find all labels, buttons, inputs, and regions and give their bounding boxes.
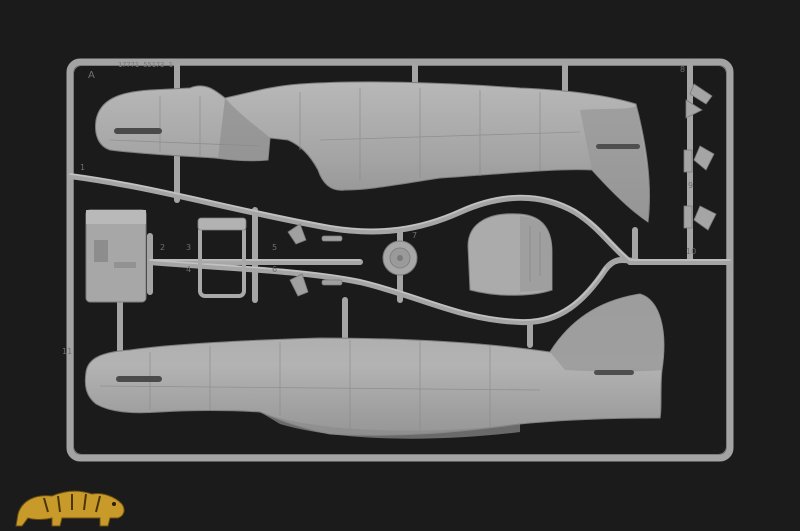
- right-small-parts: [683, 83, 717, 231]
- seat-top: [197, 217, 247, 231]
- fuselage-half-lower: [84, 293, 665, 439]
- seat-part: [198, 224, 246, 298]
- part-number-8: 8: [680, 65, 685, 74]
- part-number-3: 3: [186, 243, 191, 252]
- part-number-4: 4: [186, 265, 191, 274]
- sprue-letter-label: A: [88, 70, 95, 81]
- fuselage-half-upper: [95, 81, 650, 223]
- tiger-logo: [15, 490, 125, 527]
- part-number-2: 2: [160, 243, 165, 252]
- part-number-9: 9: [688, 181, 693, 190]
- bulkhead-part: [85, 209, 147, 303]
- part-number-5: 5: [272, 243, 277, 252]
- part-number-11: 11: [62, 347, 72, 356]
- small-parts: [287, 223, 343, 297]
- instrument-panel: [467, 213, 553, 296]
- part-number-1: 1: [80, 163, 85, 172]
- part-numbers: A 17771 55173 1 1 2 3 4 5 6 7 8 9 10 11: [62, 61, 696, 356]
- propeller-hub: [382, 240, 418, 276]
- part-number-10: 10: [686, 247, 696, 256]
- sprue-code-label: 17771 55173 1: [118, 61, 173, 69]
- part-number-7: 7: [412, 231, 417, 240]
- part-number-6: 6: [272, 265, 277, 274]
